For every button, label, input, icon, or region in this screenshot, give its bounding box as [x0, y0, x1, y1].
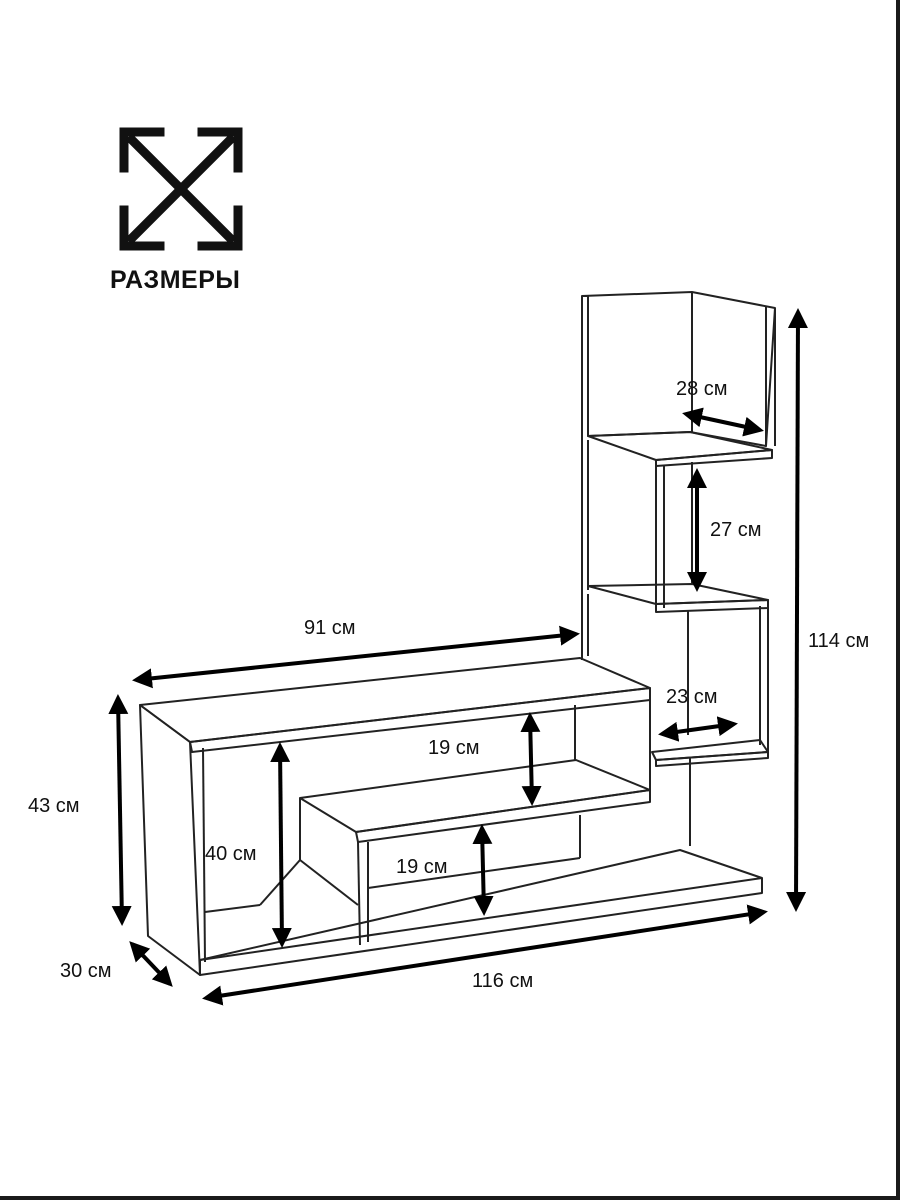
left-height-label: 43 см	[28, 795, 80, 817]
upper-niche-height-label: 19 см	[428, 737, 480, 759]
depth-label: 30 см	[60, 960, 112, 982]
top-width-label: 91 см	[304, 617, 356, 639]
dimension-arrows	[108, 308, 808, 1006]
expand-arrows-icon	[118, 126, 244, 252]
lower-niche-height-label: 19 см	[396, 856, 448, 878]
total-height-label: 114 см	[808, 630, 870, 652]
total-width-label: 116 см	[472, 970, 534, 992]
lower-tower-depth-label: 23 см	[666, 686, 718, 708]
diagram-title: РАЗМЕРЫ	[110, 266, 241, 294]
inner-height-label: 40 см	[205, 843, 257, 865]
tower-box-height-label: 27 см	[710, 519, 762, 541]
tower-depth-label: 28 см	[676, 378, 728, 400]
